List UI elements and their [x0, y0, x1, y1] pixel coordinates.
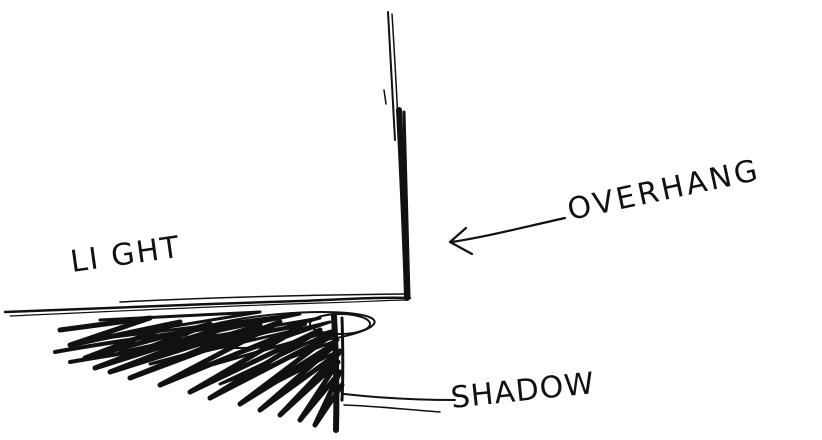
- overhang-wall: [384, 12, 409, 298]
- overhang-arrow: [450, 218, 565, 254]
- shadow-scribble: [55, 306, 376, 425]
- light-label: LI GHT: [68, 230, 183, 280]
- overhang-label: OVERHANG: [564, 153, 763, 228]
- shadow-leader-line: [344, 394, 455, 412]
- shadow-label: SHADOW: [449, 366, 596, 416]
